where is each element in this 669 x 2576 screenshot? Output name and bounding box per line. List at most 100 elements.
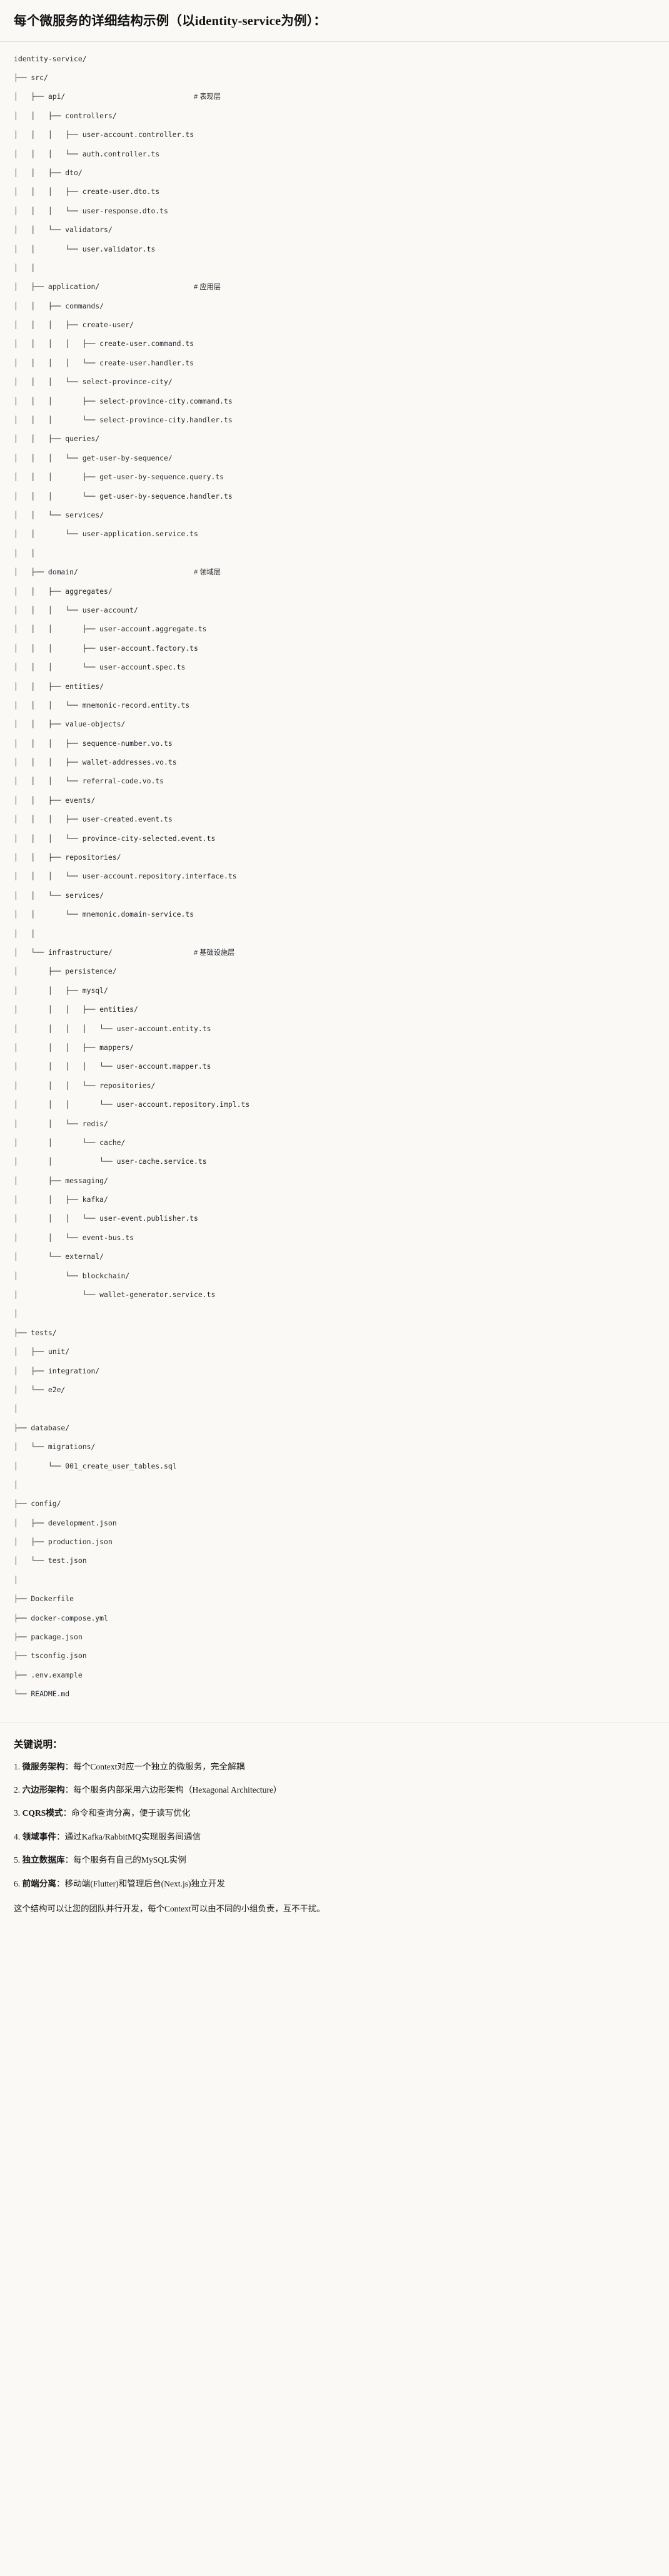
tree-entry: │ └── wallet-generator.service.ts: [14, 1290, 216, 1300]
tree-entry: └── README.md: [14, 1689, 70, 1699]
tree-row: ├── .env.example: [14, 1671, 655, 1680]
tree-entry: │ │ ├── aggregates/: [14, 586, 113, 596]
tree-entry: │ ├── api/: [14, 92, 66, 101]
tree-entry: │ ├── production.json: [14, 1537, 113, 1547]
tree-layer-comment: # 领域层: [194, 569, 221, 577]
tree-row: ├── tests/: [14, 1328, 655, 1338]
tree-row: │ │ │ ├── create-user/: [14, 320, 655, 330]
tree-comment-spacer: [113, 948, 194, 957]
tree-entry: │ │: [14, 929, 36, 938]
tree-entry: │ │ │ ├── sequence-number.vo.ts: [14, 738, 173, 748]
tree-row: │ │ │ ├── select-province-city.command.t…: [14, 397, 655, 406]
tree-row: │ │ │ ├── user-account.controller.ts: [14, 130, 655, 140]
tree-row: identity-service/: [14, 54, 655, 64]
key-note-item: 5. 独立数据库：每个服务有自己的MySQL实例: [14, 1854, 655, 1866]
key-note-text: ：命令和查询分离，便于读写优化: [63, 1808, 191, 1818]
tree-comment-spacer: [99, 282, 194, 291]
tree-entry: ├── database/: [14, 1423, 70, 1432]
tree-row: │ │ │ └── user-account.repository.impl.t…: [14, 1100, 655, 1109]
tree-entry: │ ├── domain/: [14, 568, 78, 577]
tree-entry: │ │ │ ├── user-account.controller.ts: [14, 130, 194, 140]
tree-row: │ └── test.json: [14, 1556, 655, 1565]
key-note-number: 3.: [14, 1808, 23, 1818]
tree-comment-spacer: [65, 92, 194, 101]
key-note-item: 6. 前端分离：移动端(Flutter)和管理后台(Next.js)独立开发: [14, 1878, 655, 1890]
key-notes-title: 关键说明：: [14, 1739, 63, 1750]
closing-paragraph: 这个结构可以让您的团队并行开发，每个Context可以由不同的小组负责，互不干扰…: [14, 1903, 325, 1913]
tree-entry: │ │ └── services/: [14, 511, 104, 519]
tree-row: ├── docker-compose.yml: [14, 1614, 655, 1623]
tree-entry: │ │ │ └── user-account/: [14, 605, 138, 614]
tree-row: ├── package.json: [14, 1632, 655, 1642]
tree-entry: │ │ │ └── auth.controller.ts: [14, 149, 160, 158]
tree-entry: │ │ └── cache/: [14, 1138, 126, 1147]
tree-row: │ │ │ ├── get-user-by-sequence.query.ts: [14, 472, 655, 482]
page-root: 每个微服务的详细结构示例（以identity-service为例）： ident…: [0, 0, 669, 1913]
tree-entry: │: [14, 1404, 18, 1413]
tree-entry: │ │ ├── commands/: [14, 301, 104, 310]
tree-row: │ │ │ ├── create-user.dto.ts: [14, 187, 655, 196]
key-note-label: 独立数据库: [22, 1855, 65, 1865]
tree-entry: │ │ │ ├── user-account.factory.ts: [14, 643, 198, 653]
tree-row: │ │ │ └── get-user-by-sequence/: [14, 454, 655, 463]
tree-row: │ │ ├── aggregates/: [14, 587, 655, 596]
tree-row: │ │ │ │ └── user-account.mapper.ts: [14, 1062, 655, 1071]
key-note-text: ：每个服务有自己的MySQL实例: [64, 1855, 186, 1865]
tree-row: │ │: [14, 549, 655, 558]
tree-row: │ ├── api/ # 表现层: [14, 92, 655, 101]
tree-row: │ └── wallet-generator.service.ts: [14, 1290, 655, 1300]
key-note-label: 前端分离: [22, 1878, 56, 1888]
tree-entry: │ │ │ └── get-user-by-sequence.handler.t…: [14, 491, 233, 501]
tree-row: │ │ └── services/: [14, 891, 655, 900]
tree-entry: │ │ ├── events/: [14, 795, 96, 805]
tree-entry: │ └── e2e/: [14, 1385, 66, 1394]
key-note-number: 5.: [14, 1855, 23, 1865]
tree-entry: │ │ ├── repositories/: [14, 853, 121, 862]
key-note-number: 1.: [14, 1761, 23, 1771]
tree-entry: │: [14, 1309, 18, 1318]
tree-entry: │ │ └── validators/: [14, 225, 113, 235]
tree-entry: │ │ │ └── select-province-city/: [14, 377, 173, 387]
tree-entry: │ │: [14, 548, 36, 557]
tree-row: │ │ │ └── auth.controller.ts: [14, 150, 655, 159]
tree-entry: │ │ ├── controllers/: [14, 111, 117, 120]
tree-entry: │ │ └── user.validator.ts: [14, 244, 156, 253]
tree-row: │ └── 001_create_user_tables.sql: [14, 1462, 655, 1471]
tree-entry: │ │ │ └── select-province-city.handler.t…: [14, 415, 233, 425]
tree-entry: │: [14, 1480, 18, 1489]
tree-entry: │ │ │ │ └── user-account.mapper.ts: [14, 1062, 211, 1071]
tree-row: │ │: [14, 929, 655, 939]
tree-row: │ │ │ └── referral-code.vo.ts: [14, 776, 655, 786]
tree-row: │ ├── application/ # 应用层: [14, 282, 655, 292]
tree-entry: │ │ ├── dto/: [14, 168, 83, 177]
tree-row: │ │ │ └── user-account.repository.interf…: [14, 872, 655, 881]
key-note-item: 3. CQRS模式：命令和查询分离，便于读写优化: [14, 1807, 655, 1820]
tree-row: │ │ ├── value-objects/: [14, 720, 655, 729]
tree-row: │ │ │ └── user-account.spec.ts: [14, 663, 655, 672]
tree-entry: │ │ │ └── get-user-by-sequence/: [14, 453, 173, 462]
tree-entry: │ ├── integration/: [14, 1366, 100, 1375]
tree-layer-comment: # 应用层: [194, 283, 221, 292]
tree-row: │ │ ├── controllers/: [14, 111, 655, 121]
key-note-label: 微服务架构: [22, 1761, 65, 1771]
tree-entry: │ │ │ ├── wallet-addresses.vo.ts: [14, 758, 177, 767]
tree-row: │ └── infrastructure/ # 基础设施层: [14, 948, 655, 957]
tree-row: └── README.md: [14, 1689, 655, 1699]
tree-entry: ├── .env.example: [14, 1670, 83, 1679]
tree-row: │ │ └── validators/: [14, 225, 655, 235]
tree-row: │ ├── production.json: [14, 1537, 655, 1547]
tree-row: │ │ │ │ └── user-account.entity.ts: [14, 1024, 655, 1034]
header: 每个微服务的详细结构示例（以identity-service为例）：: [0, 0, 669, 42]
tree-entry: │ │: [14, 263, 36, 272]
tree-row: │ │ ├── kafka/: [14, 1195, 655, 1204]
tree-entry: │ │ │ └── user-account.repository.impl.t…: [14, 1100, 250, 1109]
tree-row: │ ├── development.json: [14, 1519, 655, 1528]
tree-row: │ │ └── mnemonic.domain-service.ts: [14, 910, 655, 919]
tree-row: │ │ ├── commands/: [14, 302, 655, 311]
tree-entry: │ └── 001_create_user_tables.sql: [14, 1461, 177, 1470]
tree-row: │ └── e2e/: [14, 1385, 655, 1395]
tree-entry: │ │ │ └── mnemonic-record.entity.ts: [14, 700, 190, 710]
tree-row: │ │ └── redis/: [14, 1119, 655, 1129]
tree-row: │ └── external/: [14, 1252, 655, 1261]
tree-entry: │ └── test.json: [14, 1556, 87, 1565]
